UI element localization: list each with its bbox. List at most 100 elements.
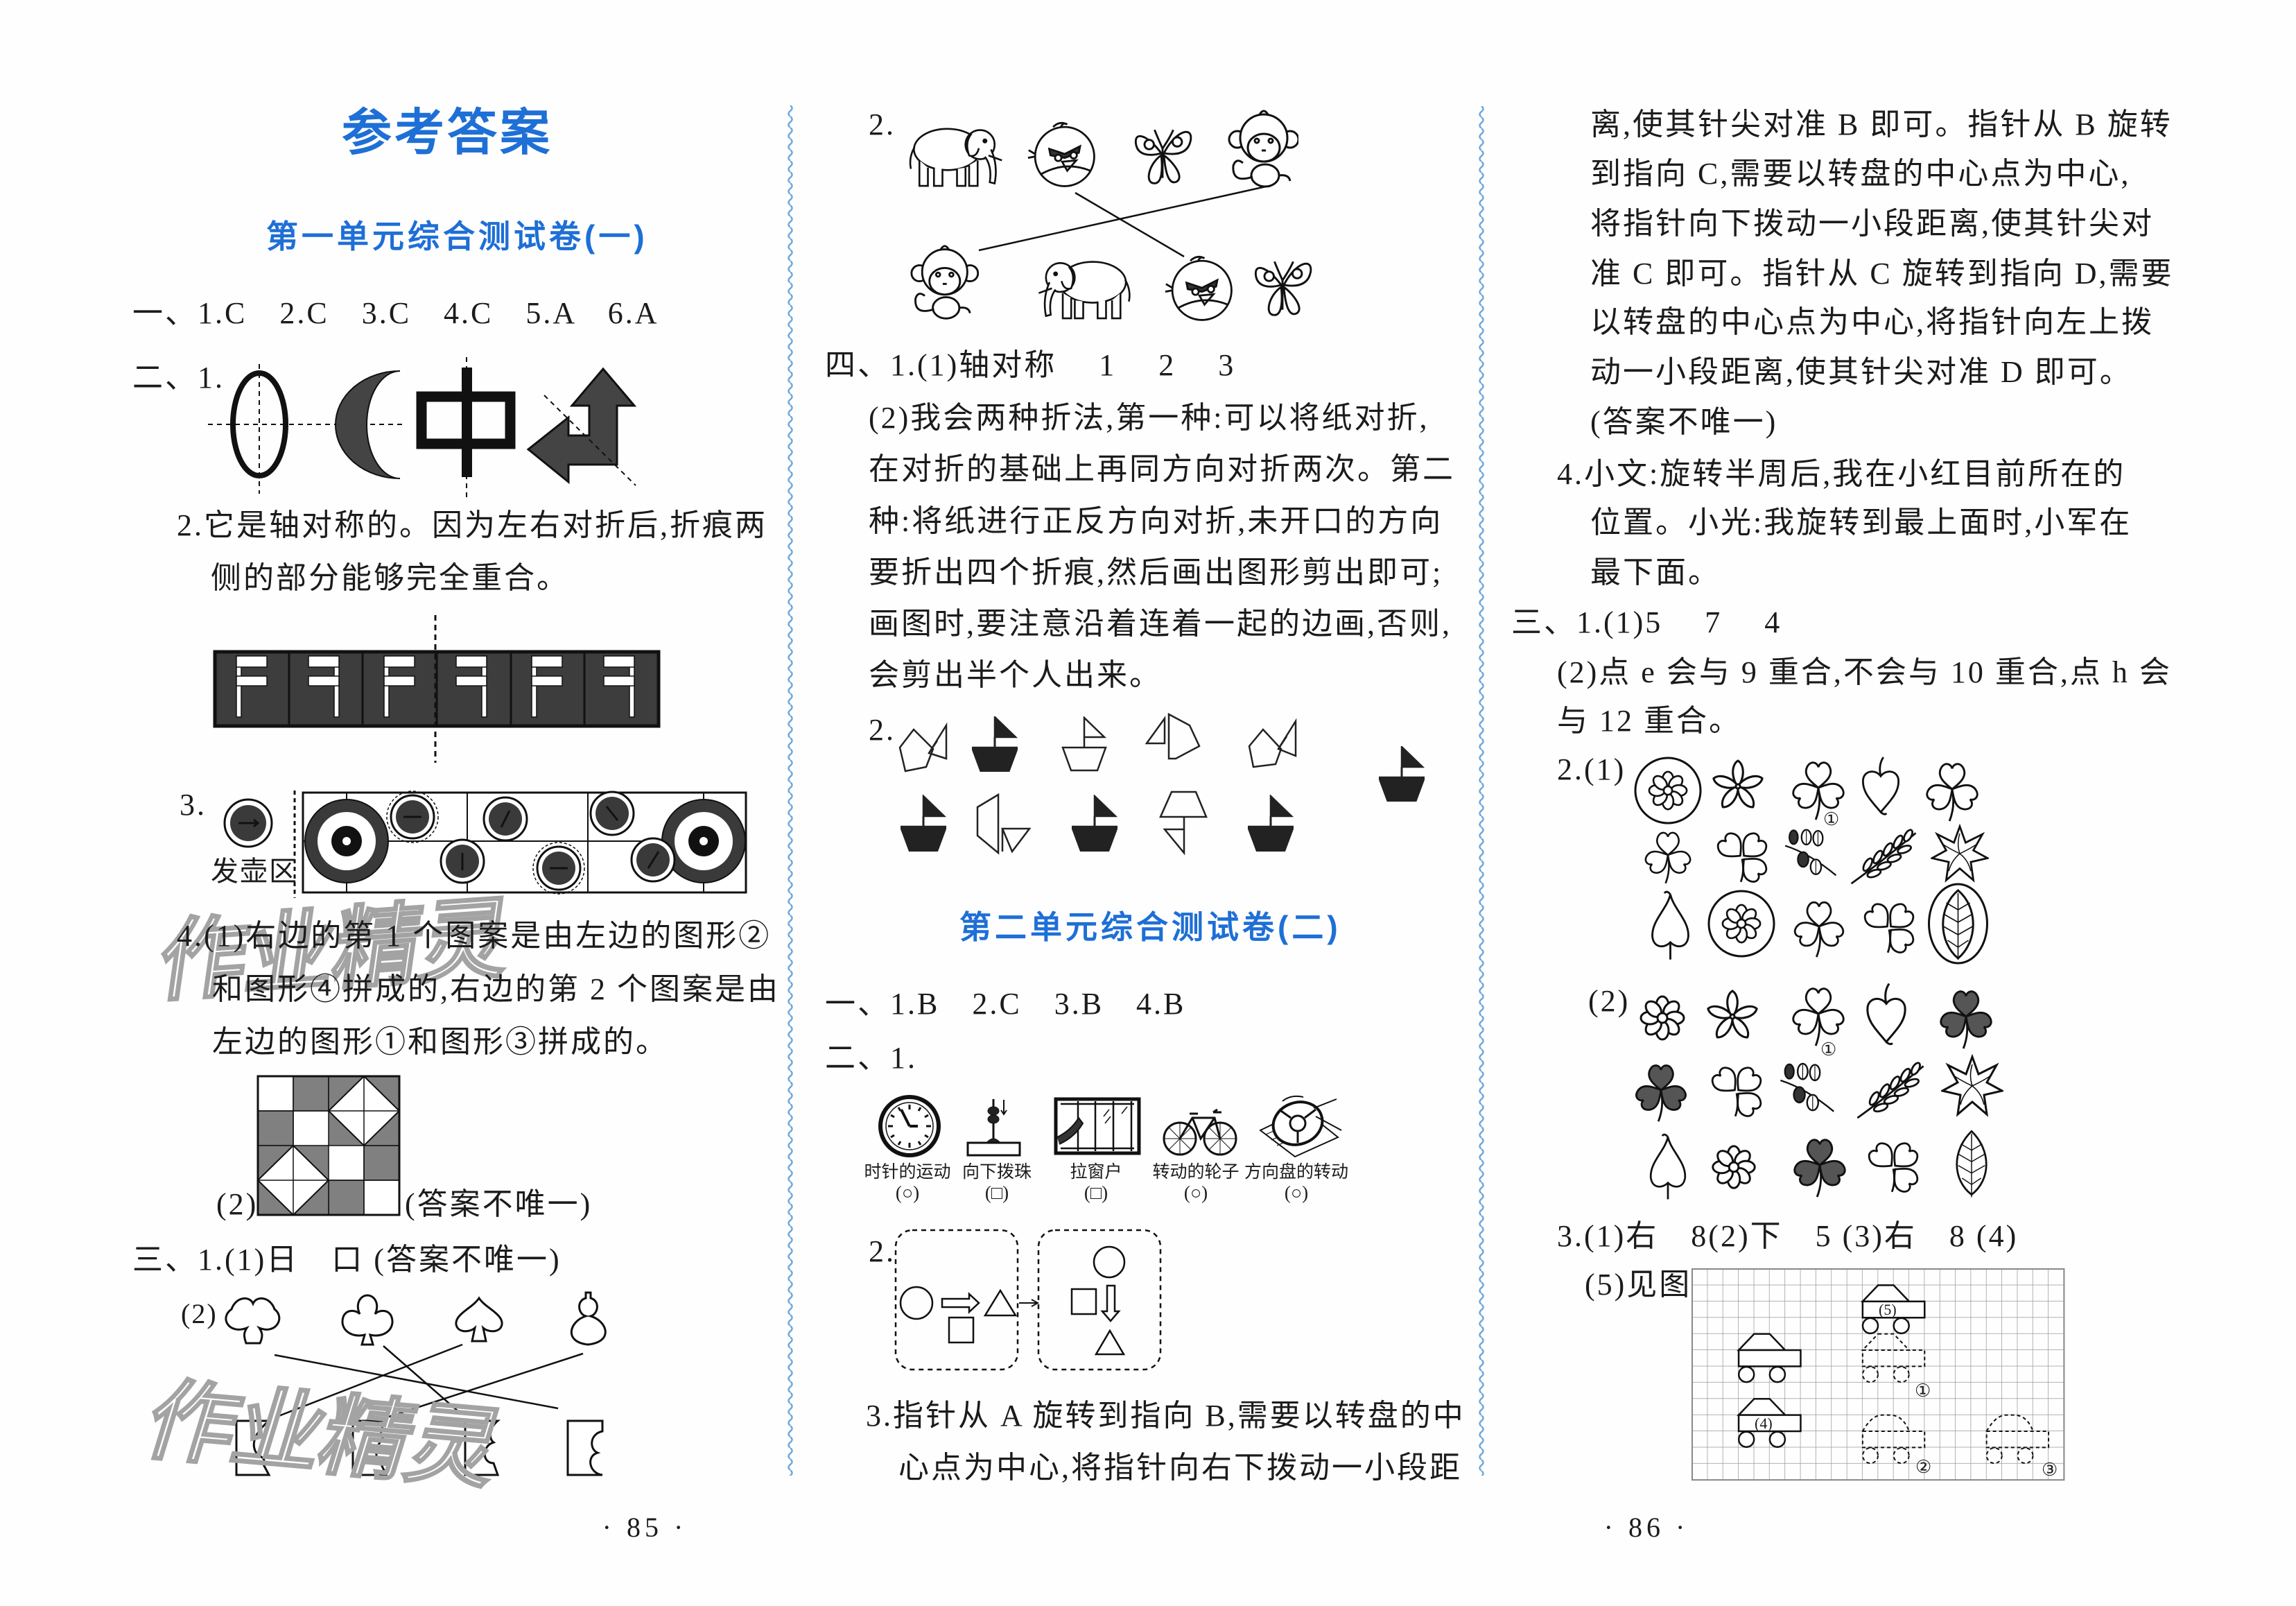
bent-arrow-shape [526,367,637,485]
flag-bar [236,655,268,668]
unit1-section2-q3-label: 3. [180,788,207,822]
window-icon [1054,1097,1141,1155]
down-arrow-icon [1100,1284,1121,1322]
symmetric-shapes-figure [208,357,637,499]
gourd-shape [570,1291,607,1346]
transform-arrow-icon [1019,1299,1040,1307]
matching-lines [274,1343,584,1418]
flag-bar [531,655,563,668]
right-arrow-icon [941,1292,980,1314]
zhong-vertical-stroke [462,368,472,477]
unit2-section3-q1-line: 与 12 重合。 [1557,704,1741,738]
tile-gray [257,1110,294,1146]
fern-icon [1856,1061,1925,1119]
unit2-section2-q3-line: 3.指针从 A 旋转到指向 B,需要以转盘的中 [866,1399,1466,1433]
unit1-section2-q2-line: 侧的部分能够完全重合。 [211,561,569,595]
unit1-section4-line: 要折出四个折痕,然后画出图形剪出即可; [869,555,1443,589]
half-shape-2 [351,1419,389,1476]
unit2-section2-q2-label: 2. [869,1234,896,1268]
boat-solid-icon [1379,746,1425,802]
monkey-icon [910,245,979,320]
column-divider-right [1477,106,1486,1476]
unit1-heading: 第一单元综合测试卷(一) [266,218,648,254]
flag-bar [603,655,635,668]
clover-icon [1924,764,1981,821]
unit1-section2-q4-line: 4.(1)右边的第 1 个图案是由左边的图形② [177,919,772,953]
boat-solid-icon [901,795,946,852]
unit1-section2-q4-line: 和图形④拼成的,右边的第 2 个图案是由 [212,972,780,1006]
flag-bar [383,675,415,687]
motion-label: 向下拨珠 [962,1162,1032,1182]
clock-icon [878,1095,941,1157]
motion-label: 时针的运动 [864,1162,951,1182]
flag-bar [308,675,340,687]
tile-grid-outline [256,1075,401,1216]
tile-grid-lines [258,1076,399,1215]
match-line-monkey [978,185,1267,252]
angry-bird-icon [1027,121,1095,187]
page-number-right: · 86 · [1603,1512,1689,1543]
translation-figure [894,1229,1162,1371]
unit1-section3-q2-label: 2. [869,107,896,141]
unit1-section4-line: 画图时,要注意沿着连着一起的边画,否则, [869,607,1452,641]
four-leaf-icon [1710,1064,1764,1119]
curling-stone [390,794,435,840]
position-1-label: ① [1915,1381,1931,1401]
car-4-label: (4) [1755,1415,1773,1432]
flower-icon [1713,1146,1755,1188]
arrow-axis-diagonal [543,395,636,486]
flag-bar [531,675,563,687]
shaded-clover-icon [1634,1065,1689,1121]
unit2-section1-answers: 一、1.B 2.C 3.B 4.B [825,987,1186,1021]
shaded-clover-icon [1938,992,1994,1048]
unit1-section2-q4-part2-note: (答案不唯一) [405,1187,593,1221]
unit2-section3-q1-line: (2)点 e 会与 9 重合,不会与 10 重合,点 h 会 [1557,655,2172,689]
stone-halo [532,842,585,895]
tile-gray [328,1180,365,1216]
four-leaf-icon [1866,1140,1921,1195]
leaf-icon [1956,1130,1988,1198]
tile-diamond-block [256,1144,330,1216]
unit1-section1-answers: 一、1.C 2.C 3.C 4.C 5.A 6.A [132,296,659,330]
unit2-section2-q4-line: 4.小文:旋转半周后,我在小红目前所在的 [1557,457,2126,491]
five-petal-flower-icon [1707,991,1759,1040]
unit2-section3-q2-part1-label: 2.(1) [1557,752,1626,786]
flag-bar [455,675,487,687]
curling-zone-label: 发壶区 [211,856,298,887]
unit2-section3-q1-line: 三、1.(1)5 7 4 [1511,605,1782,639]
curling-figure [223,791,747,898]
unit1-section4-line: 种:将纸进行正反方向对折,未开口的方向 [869,504,1443,538]
curling-stone [440,838,485,884]
unit1-section4-line: 四、1.(1)轴对称 1 2 3 [825,348,1236,382]
unit2-section2-q4-line: 位置。小光:我旋转到最上面时,小军在 [1590,506,2132,539]
half-shape-3 [464,1419,501,1476]
tangram-pieces [1248,718,1297,768]
bead-icon [966,1099,1021,1157]
unit2-section2-q3-line: 动一小段距离,使其针尖对准 D 即可。 [1590,355,2132,389]
motion-label: 方向盘的转动 [1244,1162,1348,1182]
car-5-solid [1860,1284,1926,1335]
unit2-section2-q4-line: 最下面。 [1590,555,1721,589]
clover-icon [1792,902,1845,957]
page-title: 参考答案 [341,105,553,161]
unit2-section2-q3-note: (答案不唯一) [1590,405,1778,439]
boat-outline-icon [1061,716,1107,772]
circled-flower-icon [1709,891,1774,956]
motion-answer: (□) [984,1182,1009,1203]
boat-figure [898,712,1425,856]
unit2-heading: 第二单元综合测试卷(二) [959,909,1341,945]
half-shape-1 [235,1419,272,1476]
flag-strip-cell-dividers [288,652,586,726]
heart-leaf-icon [1861,756,1900,815]
crescent-shape [335,370,401,479]
four-leaf-icon [1715,830,1770,885]
four-leaf-icon [1862,901,1917,956]
star-flower-icon [1931,825,1989,881]
motion-icons [878,1095,1342,1158]
car-position-3-dashed [1985,1414,2050,1465]
monkey-icon [1228,110,1298,188]
matching-figure [225,1291,607,1476]
tile-gray [363,1145,400,1181]
leaf-sprig-icon [1784,829,1837,877]
unit2-section3-q3-part5-label: (5)见图 [1585,1268,1692,1302]
